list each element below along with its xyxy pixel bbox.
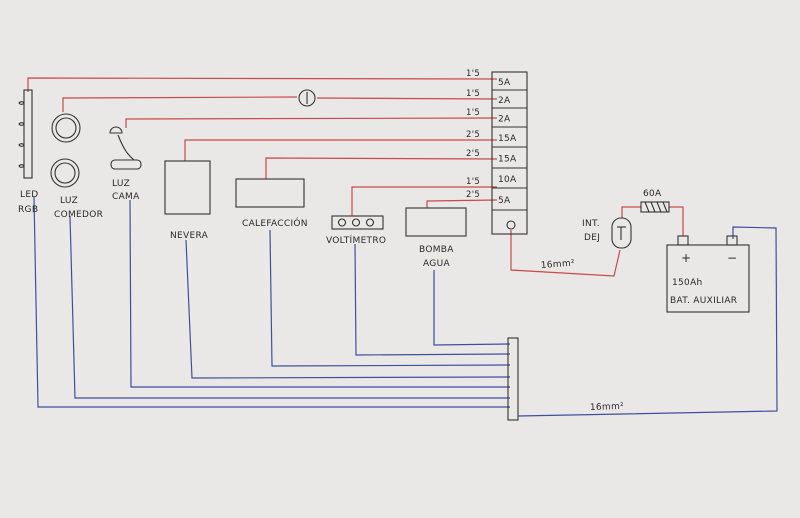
fuse-box-body: [491, 71, 528, 235]
battery-terminal-positive: [677, 235, 689, 246]
fuse-rating: 2A: [498, 96, 511, 106]
cama-lamp-neck: [117, 134, 135, 161]
return-bomba-agua: [433, 270, 511, 346]
wire-gauge-label: 1'5: [466, 108, 480, 118]
label-60a: 60A: [643, 189, 662, 199]
fuse-rating: 15A: [498, 134, 517, 144]
label-cable-negative: 16mm²: [590, 402, 625, 413]
luz-comedor: LUZ COMEDOR: [50, 113, 103, 220]
voltimetro-digit-2: [351, 218, 361, 227]
label-bat-auxiliar: BAT. AUXILIAR: [670, 296, 737, 306]
label-dej: DEJ: [584, 233, 600, 243]
calefaccion-box: [235, 178, 305, 208]
cama-lamp-base: [110, 159, 142, 170]
return-luz-comedor: [69, 215, 510, 399]
inline-fuse-body: [298, 89, 316, 107]
fuse-rating: 10A: [498, 175, 517, 185]
comedor-lamp-2-inner: [54, 162, 76, 184]
wire-gauge-label: 1'5: [466, 177, 480, 187]
fuse-rating: 5A: [498, 78, 511, 88]
wire-voltimetro: [351, 186, 497, 216]
return-calefaccion: [269, 229, 511, 367]
fuse-rating: 2A: [498, 115, 511, 125]
wire-main-positive: [510, 230, 621, 277]
wire-gauge-label: 1'5: [466, 89, 480, 99]
wire-calefaccion: [265, 157, 498, 179]
label-led: LED: [20, 190, 39, 200]
label-calefaccion: CALEFACCIÓN: [242, 217, 308, 229]
label-bomba: BOMBA: [419, 245, 454, 255]
fuse-rating: 15A: [498, 155, 517, 165]
label-cable-positive: 16mm²: [541, 259, 576, 271]
label-comedor: COMEDOR: [54, 210, 103, 220]
comedor-lamp-2: [50, 158, 80, 188]
voltimetro: VOLTÍMETRO: [326, 215, 386, 246]
luz-cama: LUZ CAMA: [109, 126, 142, 202]
comedor-lamp-1-inner: [55, 117, 77, 139]
fuse-box: [491, 71, 528, 235]
disconnect-switch: INT. DEJ: [582, 217, 632, 249]
fuse-rating: 5A: [498, 196, 511, 206]
switch-body: [611, 217, 632, 249]
wire-luz-cama: [125, 117, 498, 128]
positive-wires: [27, 77, 684, 277]
nevera-box: [164, 160, 211, 215]
voltimetro-digit-3: [365, 218, 375, 227]
return-luz-cama: [129, 199, 510, 388]
label-150ah: 150Ah: [672, 278, 703, 288]
battery: + − 150Ah BAT. AUXILIAR: [666, 235, 750, 313]
fuse-rows: 5A 1'5 2A 1'5 2A 1'5 15A 2'5 15A 2'5 10A 1'5 5A 2'5: [466, 69, 527, 211]
voltimetro-box: [331, 215, 384, 230]
bomba-box: [405, 207, 467, 237]
bomba-agua: BOMBA AGUA: [405, 207, 467, 269]
negative-wires: [33, 196, 778, 417]
bus-bar-body: [507, 337, 519, 421]
wire-led-rgb: [27, 77, 498, 92]
return-nevera: [185, 239, 511, 379]
label-cama: CAMA: [112, 192, 140, 202]
label-rgb: RGB: [18, 205, 38, 215]
label-luz: LUZ: [60, 196, 78, 206]
return-voltimetro: [354, 243, 511, 356]
wire-nevera: [184, 139, 497, 161]
wire-gauge-label: 2'5: [466, 190, 480, 200]
label-agua: AGUA: [423, 259, 450, 269]
label-nevera: NEVERA: [170, 231, 209, 241]
wire-luz-comedor: [62, 96, 498, 112]
wire-gauge-label: 2'5: [466, 149, 480, 159]
inline-fuse-comedor: [298, 89, 316, 107]
battery-terminal-negative: [726, 235, 738, 246]
main-fuse-hatch: [644, 201, 668, 213]
led-bulbs: [18, 101, 25, 168]
wire-gauge-label: 1'5: [466, 69, 480, 79]
battery-body: [666, 244, 750, 313]
label-voltimetro: VOLTÍMETRO: [326, 234, 386, 246]
return-led-rgb: [33, 196, 510, 408]
calefaccion: CALEFACCIÓN: [235, 178, 308, 229]
label-int: INT.: [582, 219, 600, 229]
led-rgb-strip: LED RGB: [18, 89, 39, 215]
label-luz-cama-1: LUZ: [112, 179, 130, 189]
fuse-box-terminal: [506, 220, 516, 230]
cama-lamp-head: [109, 126, 123, 134]
main-fuse-60a: 60A: [640, 189, 670, 213]
voltimetro-digit-1: [337, 218, 347, 227]
nevera: NEVERA: [164, 160, 211, 241]
wire-main-negative: [517, 226, 778, 417]
wire-to-battery: [621, 206, 684, 236]
label-plus: +: [681, 251, 691, 265]
label-minus: −: [727, 251, 737, 265]
led-strip-body: [23, 89, 33, 179]
wire-bomba-agua: [426, 199, 498, 208]
negative-bus-bar: [507, 337, 519, 421]
comedor-lamp-1: [51, 113, 81, 143]
wire-gauge-label: 2'5: [466, 130, 480, 140]
